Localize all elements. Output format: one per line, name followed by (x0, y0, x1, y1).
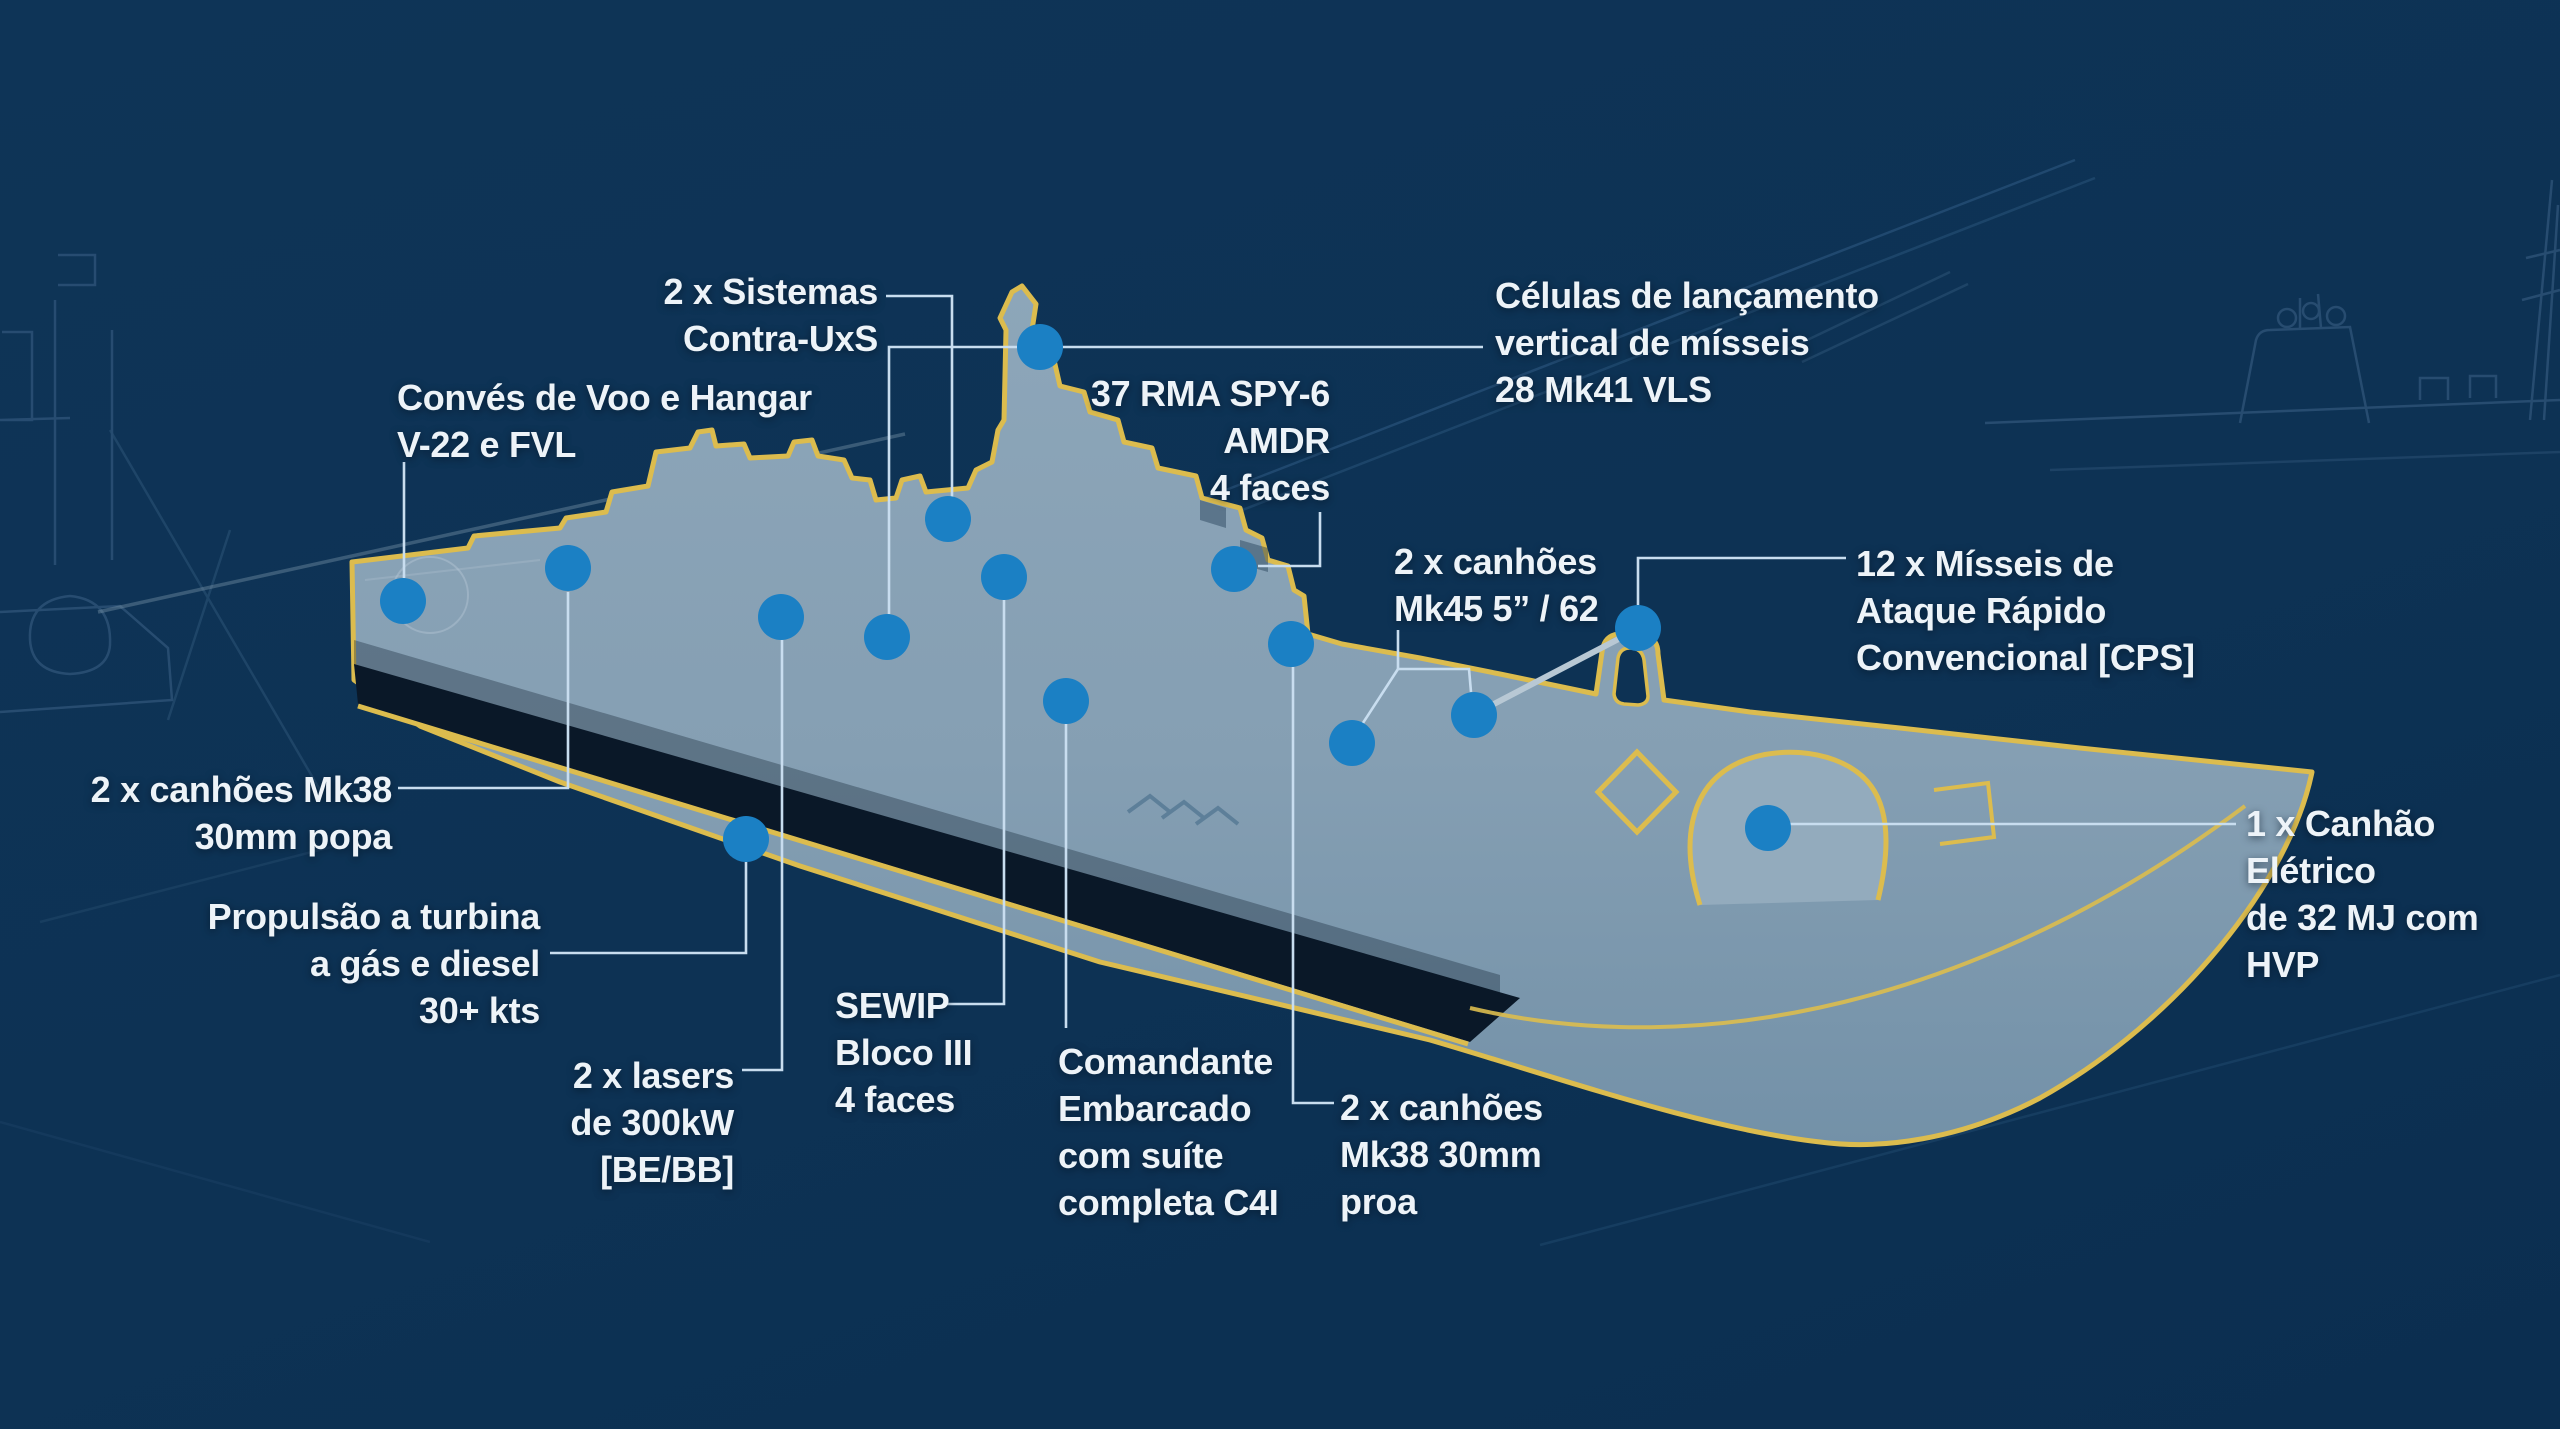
callout-spy6 (1258, 512, 1322, 568)
label-mk45: 2 x canhões Mk45 5” / 62 (1394, 541, 1599, 629)
callout-celulas (887, 345, 1483, 614)
marker-propulsao (723, 816, 769, 862)
label-contra-uxs: 2 x Sistemas Contra-UxS (663, 271, 878, 359)
waterline-band (354, 664, 1520, 1042)
deck-line (364, 559, 541, 581)
marker-lasers (758, 594, 804, 640)
marker-railgun (1745, 805, 1791, 851)
label-spy6: 37 RMA SPY-6 AMDR 4 faces (1090, 373, 1330, 508)
callout-cps (1636, 556, 1846, 605)
label-sewip: SEWIP Bloco III 4 faces (835, 985, 973, 1120)
bow-waterline (1469, 804, 2247, 1030)
label-lasers: 2 x lasers de 300kW [BE/BB] (570, 1055, 734, 1190)
breakwater-chevrons (1126, 793, 1240, 826)
marker-dots (380, 324, 1791, 862)
marker-mk45-fwd (1451, 692, 1497, 738)
label-celulas-vls: Células de lançamento vertical de míssei… (1495, 275, 1879, 410)
marker-celulas-vls-deck (864, 614, 910, 660)
label-mk38-popa: 2 x canhões Mk38 30mm popa (90, 769, 393, 857)
callout-mk38-proa (1291, 667, 1334, 1105)
callout-lines (398, 294, 2236, 1105)
marker-comandante (1043, 678, 1089, 724)
gun-barrel (1487, 630, 1633, 709)
marker-mk38-proa (1268, 621, 1314, 667)
ship-silhouette (349, 283, 2315, 1148)
marker-spy6 (1211, 546, 1257, 592)
marker-mk38-popa (545, 545, 591, 591)
marker-contra-uxs (925, 496, 971, 542)
marker-sewip (981, 554, 1027, 600)
hull-and-superstructure (349, 283, 2315, 1148)
background-ship-linework (0, 158, 2560, 1247)
marker-celulas-vls-mast (1017, 324, 1063, 370)
marker-mk45-aft (1329, 720, 1375, 766)
label-cps: 12 x Mísseis de Ataque Rápido Convencion… (1856, 543, 2195, 678)
label-conves-voo: Convés de Voo e Hangar V-22 e FVL (397, 377, 812, 465)
callout-mk45-aft (1359, 668, 1400, 727)
deck-bracket (1933, 780, 1997, 846)
callout-propulsao (550, 862, 748, 955)
callout-sewip (946, 600, 1006, 1006)
label-propulsao: Propulsão a turbina a gás e diesel 30+ k… (207, 896, 541, 1031)
marker-conves-voo (380, 578, 426, 624)
callout-mk45-fwd (1398, 667, 1473, 693)
label-railgun: 1 x Canhão Elétrico de 32 MJ com HVP (2246, 803, 2479, 985)
callout-lasers (742, 640, 784, 1072)
marker-cps (1615, 605, 1661, 651)
lower-hull-line (357, 703, 1469, 1047)
callout-contra-uxs (886, 294, 954, 498)
deck-diamond-marking (1594, 748, 1680, 836)
callout-mk38-popa (398, 592, 570, 790)
label-mk38-proa: 2 x canhões Mk38 30mm proa (1340, 1087, 1543, 1222)
cps-arch-opening (1612, 646, 1650, 707)
label-comandante: Comandante Embarcado com suíte completa … (1058, 1041, 1279, 1223)
